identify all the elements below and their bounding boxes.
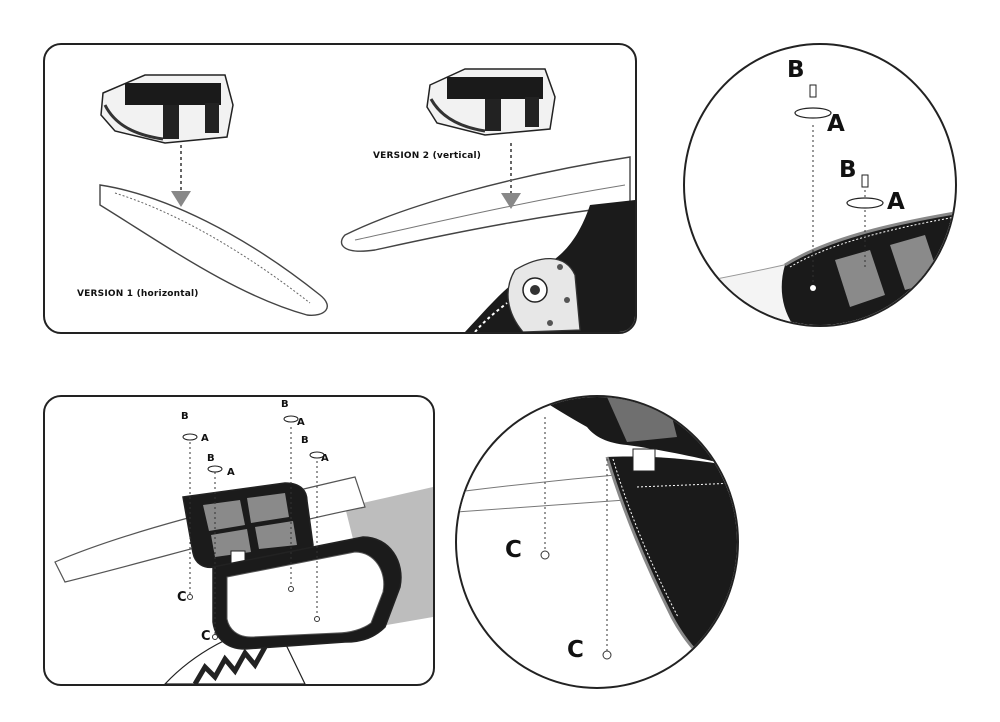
p2-label-c-1: C [177, 590, 187, 605]
p2-label-b-2: B [207, 453, 215, 464]
label-a-2: A [887, 189, 905, 215]
detail-circle-bottom: C C [455, 395, 739, 689]
bag-version1 [100, 74, 234, 144]
p2-label-c-4: C [301, 612, 311, 627]
p2-label-a-4: A [321, 453, 329, 464]
detail-circle-top-drawing [685, 84, 955, 325]
version1-label: VERSION 1 (horizontal) [77, 289, 199, 299]
box-curve [607, 456, 737, 682]
label-a-1: A [827, 111, 845, 137]
label-b-2: B [839, 157, 857, 183]
p2-label-b-1: B [181, 411, 189, 422]
p2-label-c-2: C [201, 629, 211, 644]
p2-label-a-3: A [297, 417, 305, 428]
panel-box-mounting-drawing [54, 415, 433, 684]
p2-label-c-3: C [275, 582, 285, 597]
panel-mounting-versions-drawing [99, 68, 635, 332]
panel-mounting-versions: VERSION 1 (horizontal) VERSION 2 (vertic… [43, 43, 637, 334]
p2-label-a-1: A [201, 433, 209, 444]
p2-label-b-4: B [301, 435, 309, 446]
version2-label: VERSION 2 (vertical) [373, 151, 482, 161]
detail-label-c-2: C [567, 637, 584, 663]
detail-circle-top: B A B A [683, 43, 957, 327]
detail-circle-bottom-drawing [457, 397, 737, 684]
panel-box-mounting: B A B A B A B A C C C C [43, 395, 435, 686]
p2-label-a-2: A [227, 467, 235, 478]
fender-horizontal [99, 184, 328, 316]
bag-version2 [426, 68, 556, 136]
detail-label-c-1: C [505, 537, 522, 563]
box-inner [226, 551, 385, 638]
p2-label-b-3: B [281, 399, 289, 410]
label-b-1: B [787, 57, 805, 83]
